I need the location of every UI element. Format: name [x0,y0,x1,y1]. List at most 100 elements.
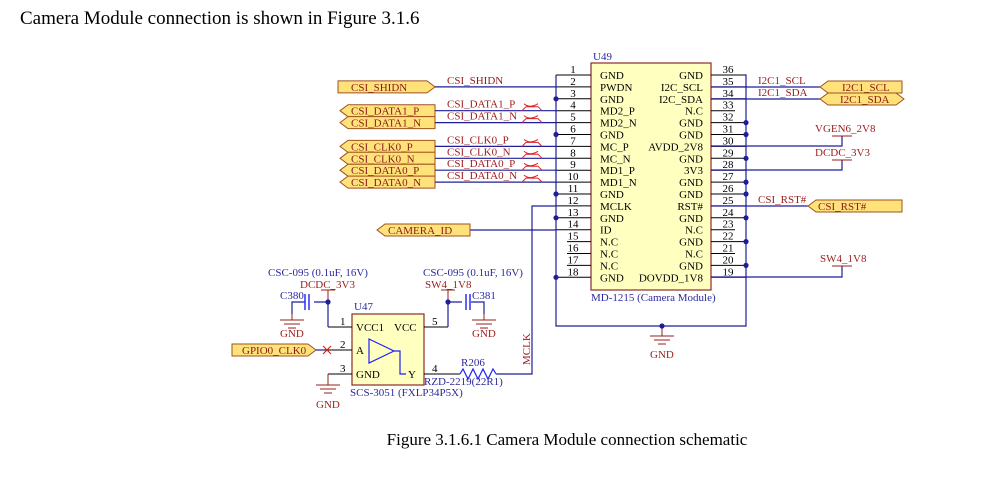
u47-pin-num: 5 [432,316,438,328]
pin-name: MD2_N [600,118,637,130]
pin-number: 19 [723,266,735,278]
vgen6-power-label: VGEN6_2V8 [815,123,876,135]
pin-name: RST# [677,201,703,213]
u47-pin-num: 3 [340,363,346,375]
pin-name: GND [679,153,703,165]
net-label: CSI_CLK0_N [447,146,511,158]
figure-caption: Figure 3.1.6.1 Camera Module connection … [386,430,748,449]
u47-pin-y: Y [408,369,416,381]
pin-name: GND [679,260,703,272]
capacitor-icon [465,294,471,310]
pin-name: I2C_SCL [661,82,703,94]
port-label: CSI_DATA0_N [351,177,421,189]
u47-pin-num: 2 [340,339,346,351]
port-label: CSI_SHIDN [351,82,407,94]
pin-name: GND [679,213,703,225]
u49-body [590,62,712,291]
junction-dot [659,323,665,329]
pin-name: MD2_P [600,106,635,118]
pin-name: MD1_P [600,165,635,177]
gnd-label: GND [650,349,674,361]
port-label: CSI_DATA0_P [351,165,419,177]
i2c-scl-port [819,80,903,94]
pin-name: N.C [600,237,618,249]
pin-number: 20 [723,254,735,266]
u47-pin-num: 1 [340,316,346,328]
pin-number: 11 [568,183,579,195]
c380-ref: C380 [280,290,304,302]
pin-number: 22 [723,231,734,243]
junction-dot [325,299,331,305]
pin-number: 32 [723,112,734,124]
u47-pin-vcc: VCC [394,322,417,334]
pin-number: 21 [723,243,734,255]
pin-name: GND [679,70,703,82]
pin-number: 16 [568,243,580,255]
camera-id-port-label: CAMERA_ID [388,225,452,237]
v3v3-wire [711,160,843,171]
gnd-label: GND [316,399,340,411]
r206-ref: R206 [461,357,485,369]
csi-rst-port-label: CSI_RST# [818,201,867,213]
pin-number: 33 [723,100,735,112]
pin-name: GND [679,118,703,130]
pin-number: 27 [723,171,735,183]
u49-part: MD-1215 (Camera Module) [591,292,716,304]
pin-number: 7 [570,135,576,147]
pin-number: 30 [723,135,735,147]
i2c-scl-label: I2C1_SCL [758,75,806,87]
pin-number: 18 [568,266,580,278]
resistor-icon [459,367,497,381]
pin-name: N.C [600,249,618,261]
u47-ref: U47 [354,301,373,313]
pin-number: 9 [570,159,576,171]
pin-number: 5 [570,112,576,124]
u47-pin-a: A [356,345,364,357]
csi-rst-label: CSI_RST# [758,194,807,206]
u49-ref: U49 [593,51,612,63]
gnd-symbol-main [650,326,674,345]
pin-name: GND [679,189,703,201]
port-label: CSI_DATA1_N [351,118,421,130]
gpio0-clk0-port-label: GPIO0_CLK0 [242,345,307,357]
u47-part: SCS-3051 (FXLP34P5X) [350,387,463,399]
pin-name: GND [600,130,624,142]
pin-name: GND [600,213,624,225]
left-gnd-bus [555,74,747,327]
i2c-sda-label: I2C1_SDA [758,87,808,99]
pin-number: 4 [570,100,576,112]
c381-power-label: SW4_1V8 [425,279,472,291]
r206-value: RZD-2219(22R1) [424,376,503,388]
net-label: CSI_DATA0_N [447,170,517,182]
mclk-net-label: MCLK [521,333,533,365]
pin-name: AVDD_2V8 [648,141,703,153]
pin-number: 29 [723,147,735,159]
pin-name: MCLK [600,201,632,213]
intro-text: Camera Module connection is shown in Fig… [20,8,420,29]
pin-name: N.C [685,106,703,118]
pin-name: GND [600,70,624,82]
pin-name: GND [679,237,703,249]
u47-pins [315,326,460,375]
i2c-sda-port [819,92,905,106]
pin-name: ID [600,225,612,237]
net-label: CSI_DATA0_P [447,158,515,170]
c381-value: CSC-095 (0.1uF, 16V) [423,267,523,279]
avdd-wire [711,136,843,147]
pin-name: MD1_N [600,177,637,189]
net-label: CSI_SHIDN [447,75,503,87]
c380-power-label: DCDC_3V3 [300,279,356,291]
pin-number: 15 [568,231,580,243]
pin-number: 8 [570,147,576,159]
pin-number: 3 [570,88,576,100]
i2c-wires [711,86,820,100]
i2c-sda-port-label: I2C1_SDA [840,94,890,106]
pin-number: 1 [570,64,576,76]
pin-number: 10 [568,171,580,183]
pin-name: N.C [600,260,618,272]
port-label: CSI_DATA1_P [351,106,419,118]
pin-number: 14 [568,219,580,231]
u47-pin-vcc1: VCC1 [356,322,384,334]
